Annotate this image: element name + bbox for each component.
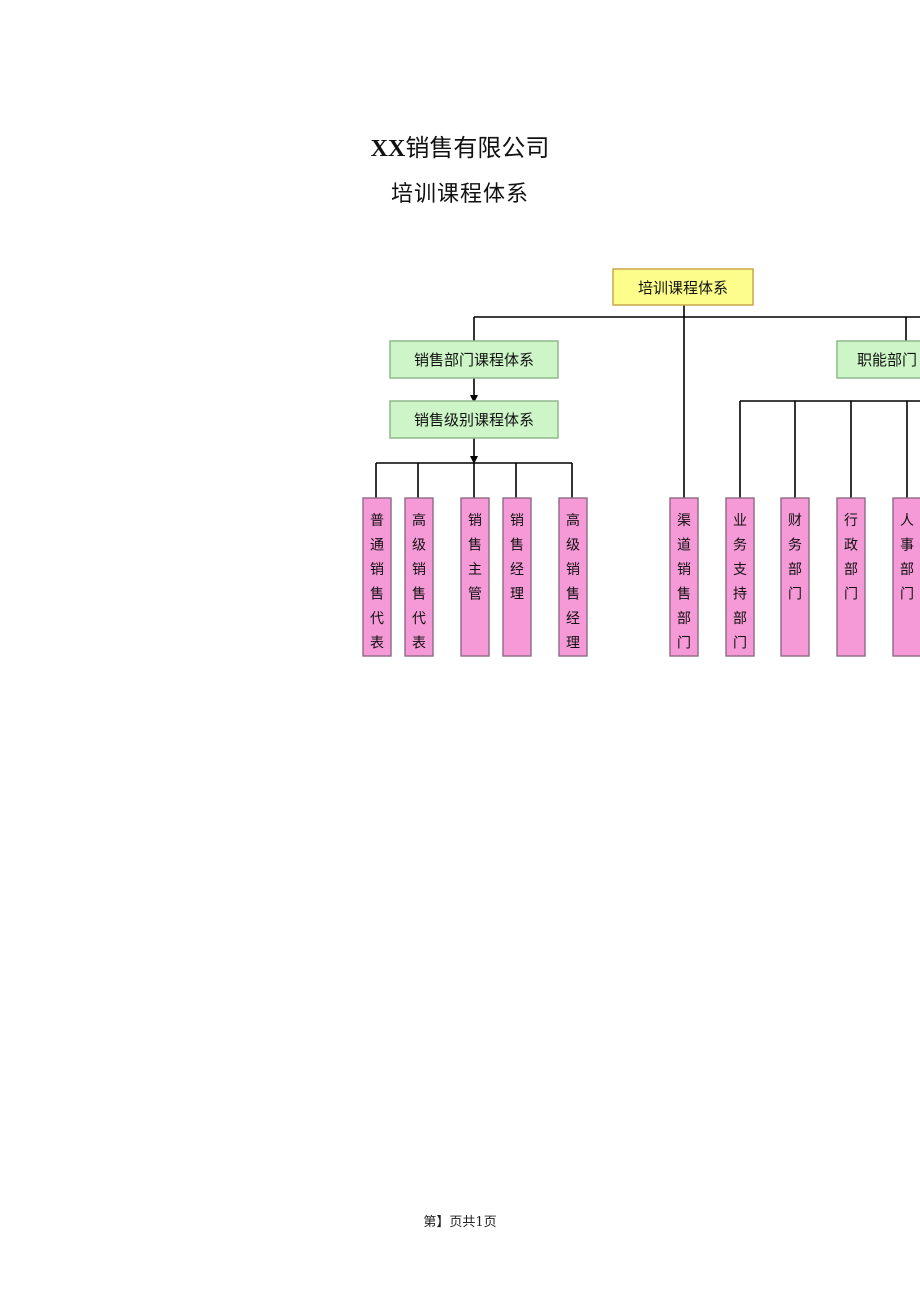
leaf-nodes: 普通销售代表 高级销售代表 销售主管 销售经理 高级销售经理 渠道销售部门 业务支持部门 财务… (362, 497, 920, 657)
sales-level-node: 销售级别课程体系 (389, 400, 559, 439)
leaf-node: 销售主管 (460, 497, 490, 657)
sales-dept-node: 销售部门课程体系 (389, 340, 559, 379)
functional-dept-node: 职能部门 (836, 340, 920, 379)
leaf-node: 普通销售代表 (362, 497, 392, 657)
leaf-node-label: 高级销售代表 (412, 512, 426, 652)
leaf-node-label: 高级销售经理 (566, 512, 580, 652)
leaf-node: 销售经理 (502, 497, 532, 657)
leaf-node: 财务部门 (780, 497, 810, 657)
root-node: 培训课程体系 (612, 268, 754, 306)
leaf-node-label: 普通销售代表 (370, 513, 384, 652)
leaf-node: 高级销售经理 (558, 497, 588, 657)
company-name: 销售有限公司 (405, 134, 550, 162)
page-footer: 第】页共1页 (423, 1215, 497, 1230)
functional-dept-label: 职能部门 (857, 351, 917, 369)
leaf-node-label: 财务部门 (788, 513, 802, 603)
leaf-node: 人事部门 (892, 497, 920, 657)
leaf-node-label: 渠道销售部门 (677, 513, 691, 652)
leaf-node-label: 业务支持部门 (733, 513, 747, 652)
sales-level-label: 销售级别课程体系 (414, 411, 534, 429)
leaf-node: 渠道销售部门 (669, 497, 699, 657)
document-subtitle: 培训课程体系 (390, 182, 529, 207)
leaf-node: 行政部门 (836, 497, 866, 657)
leaf-node: 高级销售代表 (404, 497, 434, 657)
leaf-node: 业务支持部门 (725, 497, 755, 657)
leaf-node-label: 人事部门 (900, 513, 914, 603)
connector-lines (375, 305, 920, 498)
leaf-node-label: 销售主管 (468, 513, 482, 603)
leaf-node-label: 行政部门 (844, 513, 858, 603)
sales-dept-label: 销售部门课程体系 (414, 351, 534, 369)
leaf-node-label: 销售经理 (510, 513, 524, 603)
company-prefix: XX (370, 136, 406, 162)
company-title: XX销售有限公司 (0, 128, 920, 163)
root-node-label: 培训课程体系 (638, 279, 728, 297)
